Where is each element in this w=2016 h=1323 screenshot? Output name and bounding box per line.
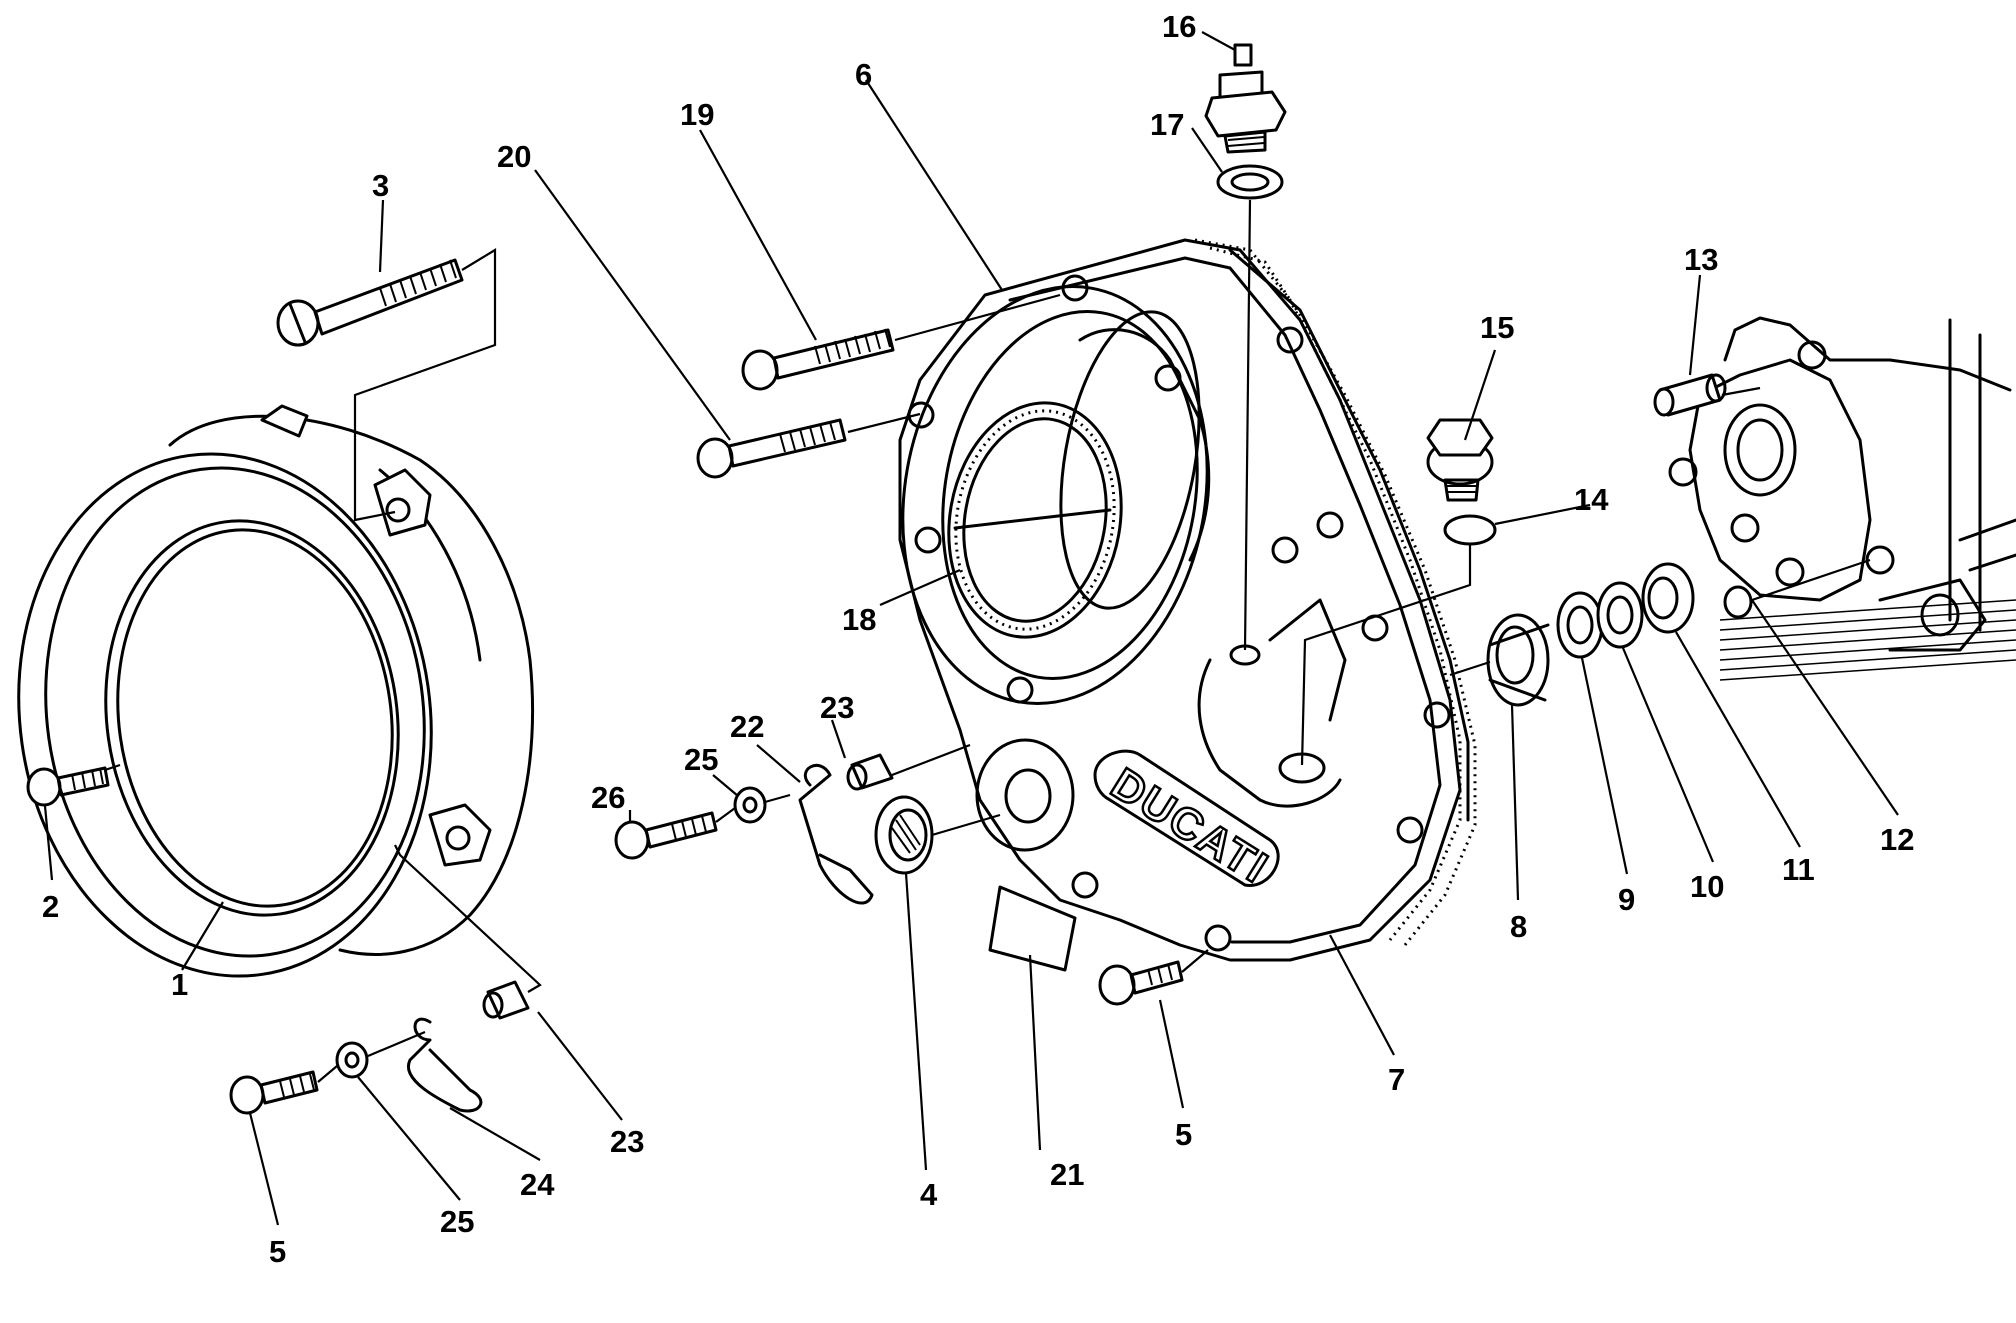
crankcase-cover-part-6 <box>898 238 1462 962</box>
assembly-lines <box>104 199 1871 1083</box>
pad-part-21 <box>988 885 1077 972</box>
callout-leaders <box>43 31 1899 1226</box>
callout-9: 9 <box>1618 882 1635 917</box>
callout-23-bottom: 23 <box>610 1124 644 1159</box>
callout-23-centre: 23 <box>820 690 854 725</box>
spring-clip-part-24 <box>406 1017 483 1113</box>
callout-19: 19 <box>680 97 714 132</box>
callout-16: 16 <box>1162 9 1196 44</box>
crankcase-section-right <box>1668 316 2016 681</box>
sealing-washer-part-17 <box>1216 164 1284 200</box>
callout-8: 8 <box>1510 909 1527 944</box>
callout-1: 1 <box>171 967 188 1002</box>
callout-20: 20 <box>497 139 531 174</box>
callout-25-centre: 25 <box>684 742 718 777</box>
washer-part-25a <box>733 786 767 824</box>
callout-17: 17 <box>1150 107 1184 142</box>
clutch-cover-part-1 <box>17 404 534 978</box>
callout-25-bottom: 25 <box>440 1204 474 1239</box>
callout-13: 13 <box>1684 242 1718 277</box>
oil-pressure-sender-part-16 <box>1204 43 1287 154</box>
callout-2: 2 <box>42 889 59 924</box>
bushing-part-23a <box>846 753 894 791</box>
callout-26: 26 <box>591 780 625 815</box>
gasket-part-7 <box>1194 238 1477 946</box>
bolt-part-26 <box>614 811 718 860</box>
callout-21: 21 <box>1050 1157 1084 1192</box>
callout-10: 10 <box>1690 869 1724 904</box>
bolt-part-20 <box>696 418 847 479</box>
dowel-part-13 <box>1653 373 1727 417</box>
callout-3: 3 <box>372 168 389 203</box>
callout-7: 7 <box>1388 1062 1405 1097</box>
washer-part-9 <box>1556 591 1604 659</box>
callout-5-centre: 5 <box>1175 1117 1192 1152</box>
bolt-part-2 <box>26 766 110 807</box>
callout-15: 15 <box>1480 310 1514 345</box>
callout-labels: 1 2 3 4 5 5 6 7 8 9 10 11 12 13 14 15 16… <box>42 9 1914 1269</box>
bushing-part-23b <box>482 980 530 1020</box>
washer-part-25b <box>335 1041 369 1079</box>
callout-12: 12 <box>1880 822 1914 857</box>
o-ring-part-14 <box>1443 514 1497 546</box>
ducati-logo-boss: DUCATI <box>1093 749 1280 894</box>
callout-6: 6 <box>855 57 872 92</box>
callout-22: 22 <box>730 709 764 744</box>
callout-24: 24 <box>520 1167 555 1202</box>
bolt-part-19 <box>741 328 895 391</box>
callout-5-bottom-left: 5 <box>269 1234 286 1269</box>
bolt-part-3 <box>276 258 464 347</box>
seal-part-4 <box>874 795 934 875</box>
callout-4: 4 <box>920 1177 938 1212</box>
o-ring-part-12 <box>1723 585 1753 619</box>
seal-part-10 <box>1596 581 1644 649</box>
oil-seal-part-18 <box>947 401 1123 639</box>
bolt-part-5b <box>1098 960 1184 1006</box>
callout-14: 14 <box>1574 482 1609 517</box>
cap-part-11 <box>1641 562 1695 634</box>
bushing-part-8 <box>1486 613 1550 707</box>
oil-filler-plug-part-15 <box>1426 418 1494 502</box>
spring-clip-part-22 <box>798 763 874 905</box>
callout-11: 11 <box>1782 852 1815 887</box>
callout-18: 18 <box>842 602 876 637</box>
bolt-part-5a <box>229 1070 319 1115</box>
